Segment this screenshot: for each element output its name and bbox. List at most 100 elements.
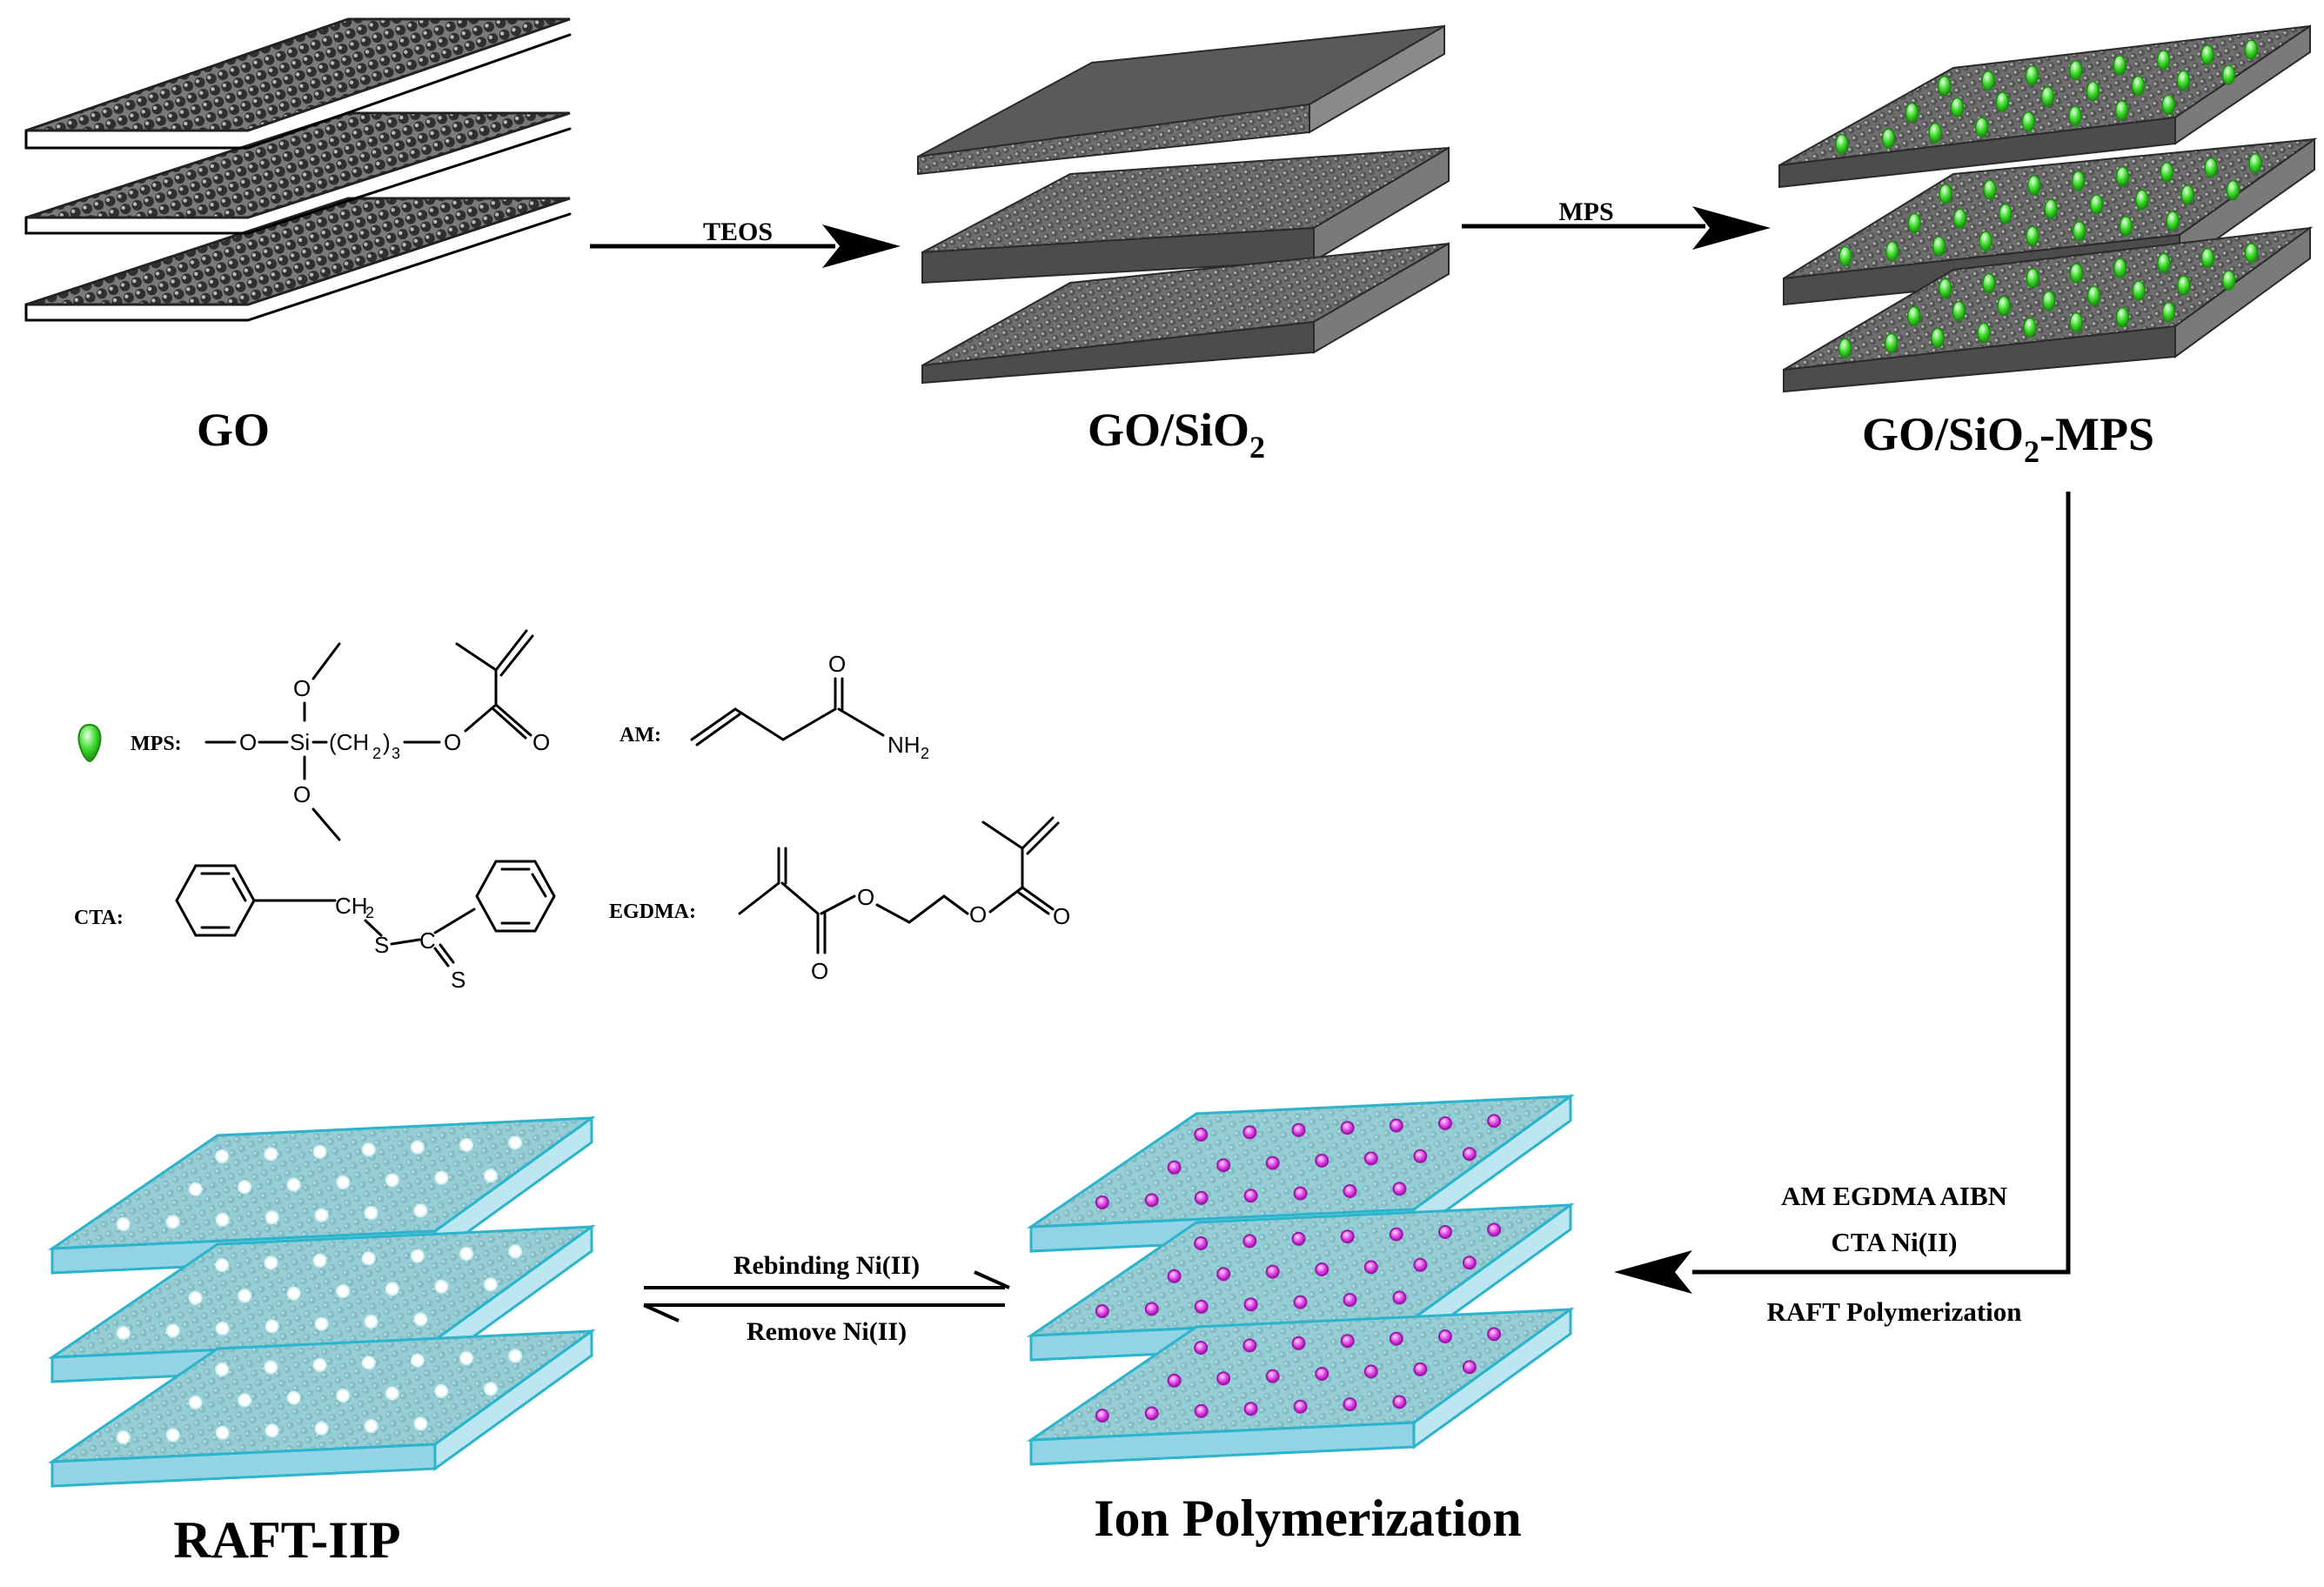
white-sphere-icon	[314, 1316, 329, 1331]
magenta-sphere-icon	[1413, 1148, 1428, 1163]
white-sphere-icon	[215, 1321, 230, 1336]
magenta-sphere-icon	[1265, 1369, 1280, 1383]
ion-polymerization-sheets	[1026, 1094, 1575, 1466]
white-sphere-icon	[336, 1389, 351, 1403]
svg-text:O: O	[444, 729, 461, 755]
label-conditions-3: RAFT Polymerization	[1766, 1296, 2021, 1327]
green-droplet-icon	[2069, 60, 2083, 81]
green-droplet-icon	[77, 723, 102, 763]
green-droplet-icon	[2244, 242, 2259, 264]
svg-text:O: O	[857, 884, 874, 910]
magenta-sphere-icon	[1487, 1327, 1502, 1342]
magenta-sphere-icon	[1194, 1341, 1209, 1355]
white-sphere-icon	[264, 1147, 278, 1162]
green-droplet-icon	[1979, 231, 1992, 251]
magenta-sphere-icon	[1095, 1304, 1109, 1318]
magenta-sphere-icon	[1242, 1125, 1257, 1140]
white-sphere-icon	[508, 1349, 523, 1363]
magenta-sphere-icon	[1293, 1295, 1308, 1309]
white-sphere-icon	[312, 1144, 327, 1159]
polymer-core	[52, 1227, 592, 1357]
white-sphere-icon	[364, 1315, 378, 1329]
atom-o-bottom: O	[293, 781, 311, 807]
green-droplet-icon	[2226, 179, 2240, 201]
magenta-sphere-icon	[1194, 1128, 1209, 1142]
green-droplet-icon	[1995, 91, 2010, 112]
magenta-sphere-icon	[1144, 1193, 1159, 1208]
go-sio2-sheets	[917, 24, 1450, 385]
green-droplet-icon	[1983, 179, 1997, 200]
green-droplet-icon	[2244, 39, 2259, 60]
green-droplet-icon	[2180, 184, 2194, 205]
green-droplet-icon	[2041, 291, 2056, 311]
magenta-sphere-icon	[1291, 1336, 1306, 1350]
label-mps-legend: MPS:	[131, 733, 182, 755]
magenta-sphere-icon	[1315, 1262, 1329, 1276]
svg-text:C: C	[419, 927, 436, 954]
green-droplet-icon	[2026, 175, 2041, 196]
magenta-sphere-icon	[1438, 1225, 1452, 1239]
white-sphere-icon	[312, 1253, 327, 1268]
magenta-sphere-icon	[1389, 1227, 1403, 1242]
green-droplet-icon	[2221, 64, 2236, 85]
ion-layer-3	[1026, 1307, 1575, 1466]
white-sphere-icon	[215, 1425, 230, 1440]
white-sphere-icon	[410, 1353, 425, 1368]
white-sphere-icon	[413, 1416, 428, 1431]
magenta-sphere-icon	[1291, 1231, 1306, 1246]
green-droplet-icon	[1932, 236, 1946, 257]
atom-si: Si	[290, 729, 310, 755]
cta-structure: CH 2 S C S	[175, 860, 556, 993]
magenta-sphere-icon	[1265, 1155, 1280, 1170]
white-sphere-icon	[385, 1173, 399, 1188]
white-sphere-icon	[364, 1206, 378, 1220]
green-droplet-icon	[2115, 166, 2130, 187]
magenta-sphere-icon	[1343, 1293, 1357, 1307]
white-sphere-icon	[265, 1210, 279, 1225]
green-droplet-icon	[2071, 171, 2086, 191]
label-teos: TEOS	[703, 218, 773, 246]
magenta-sphere-icon	[1243, 1402, 1258, 1416]
magenta-sphere-icon	[1144, 1302, 1159, 1316]
green-droplet-icon	[2069, 263, 2084, 284]
label-rebinding: Rebinding Ni(II)	[733, 1251, 920, 1280]
green-droplet-icon	[2248, 152, 2262, 174]
green-droplet-icon	[2131, 75, 2146, 97]
white-sphere-icon	[385, 1386, 399, 1401]
magenta-sphere-icon	[1462, 1360, 1477, 1375]
svg-text:CH: CH	[335, 893, 368, 919]
green-droplet-icon	[1974, 117, 1989, 137]
white-sphere-icon	[336, 1175, 351, 1189]
arrow-raft	[1614, 492, 2071, 1294]
white-sphere-icon	[459, 1138, 473, 1152]
green-droplet-icon	[1907, 212, 1922, 234]
mps-markers	[1835, 39, 2262, 359]
magenta-sphere-icon	[1392, 1290, 1407, 1305]
label-conditions-1: AM EGDMA AIBN	[1781, 1181, 2007, 1211]
white-sphere-icon	[215, 1212, 230, 1227]
magenta-sphere-icon	[1194, 1190, 1209, 1205]
white-sphere-icon	[364, 1419, 378, 1433]
arrow-mps	[1462, 206, 1771, 250]
magenta-sphere-icon	[1413, 1257, 1428, 1272]
magenta-sphere-icon	[1216, 1158, 1231, 1173]
polymer-shell-side	[1412, 1307, 1572, 1450]
magenta-sphere-icon	[1167, 1269, 1182, 1283]
magenta-sphere-icon	[1340, 1121, 1355, 1135]
magenta-sphere-icon	[1392, 1395, 1407, 1410]
green-droplet-icon	[2044, 198, 2058, 220]
green-droplet-icon	[2089, 194, 2104, 215]
label-go: GO	[197, 404, 270, 456]
green-droplet-icon	[2115, 306, 2130, 328]
svg-text:3: 3	[392, 745, 400, 762]
green-droplet-icon	[1982, 272, 1996, 294]
white-sphere-icon	[361, 1356, 376, 1370]
green-droplet-icon	[1939, 184, 1952, 204]
label-egdma: EGDMA:	[609, 901, 696, 923]
green-droplet-icon	[2086, 80, 2100, 102]
polymer-core	[1031, 1205, 1571, 1336]
white-sphere-icon	[265, 1423, 279, 1438]
white-sphere-icon	[314, 1208, 329, 1222]
magenta-sphere-icon	[1293, 1186, 1308, 1201]
white-sphere-icon	[116, 1430, 131, 1444]
